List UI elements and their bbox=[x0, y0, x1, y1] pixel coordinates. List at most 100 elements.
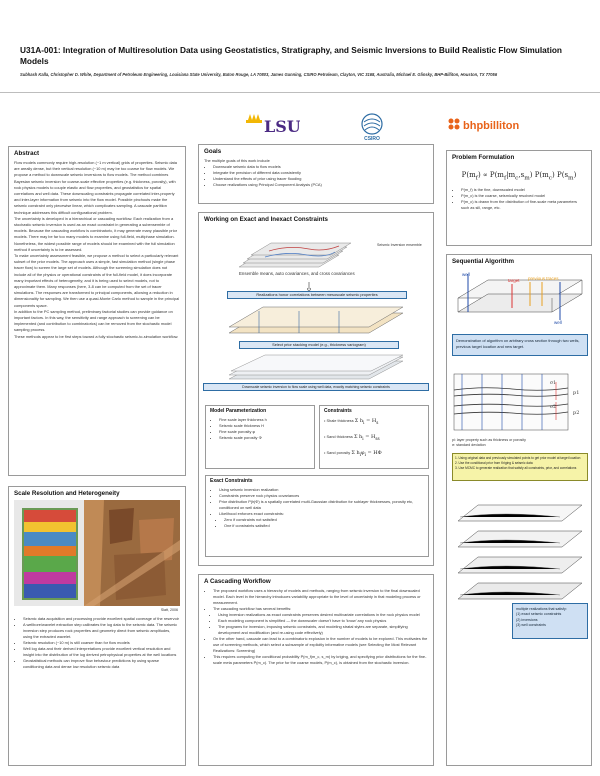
list-item: Downscale seismic data to flow models bbox=[213, 164, 428, 170]
problem-title: Problem Formulation bbox=[452, 154, 515, 161]
well-label: well bbox=[554, 320, 562, 325]
bhp-logo-text: bhpbilliton bbox=[463, 120, 519, 132]
list-item: Geostatistical methods can improve flow … bbox=[23, 658, 180, 670]
abstract-paragraph: In addition to the PC sampling method, p… bbox=[14, 308, 173, 333]
sum-formula: Σ hi = Hs bbox=[354, 418, 379, 425]
step-line: 2. Use the conditional prior from Krigin… bbox=[455, 460, 533, 465]
list-item: Integrate the precision of different dat… bbox=[213, 170, 428, 176]
list-item: Likelihood enforces exact constraints: bbox=[219, 511, 424, 517]
list-item: Using inversion realizations as exact co… bbox=[218, 612, 428, 618]
layer-traces-graphic: σ1 σ2 p1 p2 bbox=[452, 372, 588, 432]
flow-arrow-icon bbox=[306, 279, 312, 293]
bhp-logo: bhpbilliton bbox=[445, 115, 535, 135]
cascade-sub-bullets: Using inversion realizations as exact co… bbox=[204, 612, 428, 636]
csiro-logo: CSIRO bbox=[357, 112, 387, 142]
list-item: One if constraints satisfied bbox=[224, 523, 424, 529]
downscaled-model-graphic bbox=[219, 353, 413, 383]
exact-bullets: Using seismic inversion realization Cons… bbox=[210, 487, 424, 517]
realization-stack-graphic: multiple realizations that satisfy: (1) … bbox=[452, 491, 588, 641]
cascade-panel: A Cascading Workflow The proposed workfl… bbox=[198, 574, 434, 766]
target-label: target bbox=[508, 278, 520, 283]
list-item: Zero if constraints not satisfied bbox=[224, 517, 424, 523]
list-item: Seismic resolution (~10 m) is still coar… bbox=[23, 640, 180, 646]
problem-panel: Problem Formulation P(mf) ∝ P(mf|mc,sm) … bbox=[446, 150, 592, 246]
list-item: Understand the effects of prior using tr… bbox=[213, 176, 428, 182]
list-item: A wellbore/wavelet extraction step calib… bbox=[23, 622, 180, 640]
list-item: Well log data and their derived interpre… bbox=[23, 646, 180, 658]
seismic-ensemble-stack bbox=[229, 237, 369, 273]
abstract-paragraph: The uncertainty is developed in a hierar… bbox=[14, 215, 178, 252]
list-item: Constraints preserve rock physics covari… bbox=[219, 493, 424, 499]
algorithm-steps-note: 1. Using original data and previously si… bbox=[452, 452, 588, 481]
list-item: This requires computing the conditional … bbox=[213, 654, 428, 666]
goals-title: Goals bbox=[204, 148, 222, 155]
cross-section-graphic: well target previous traces well bbox=[452, 268, 588, 326]
legend-line: pi: layer property such as thickness or … bbox=[452, 438, 526, 442]
scale-bullets: Seismic data acquisition and processing … bbox=[14, 616, 180, 670]
list-item: Each modeling component is simplified — … bbox=[218, 618, 428, 624]
scale-panel: Scale Resolution and Heterogeneity Slatt bbox=[8, 486, 186, 766]
goals-panel: Goals The multiple goals of this work in… bbox=[198, 144, 434, 204]
sigma-label: σ2 bbox=[550, 404, 556, 410]
constraint-label: Shale thickness bbox=[326, 418, 354, 423]
list-item: The proposed workflow uses a hierarchy o… bbox=[213, 588, 428, 606]
poster-authors: Subhash Kalla, Christopher D. White, Dep… bbox=[20, 72, 498, 77]
abstract-title: Abstract bbox=[14, 150, 40, 157]
constraint-sand: • Sand thickness Σ hi = Hss bbox=[324, 434, 380, 442]
constraint-porosity: • Sand porosity Σ hiφi = HΦ bbox=[324, 450, 382, 458]
step-line: 1. Using original data and previously si… bbox=[455, 455, 581, 460]
legend-line: σ: standard deviation bbox=[452, 443, 486, 448]
poster-title: U31A-001: Integration of Multiresolution… bbox=[20, 45, 563, 66]
list-item: Seismic scale thickness H bbox=[219, 423, 310, 429]
property-label: p1 bbox=[573, 390, 579, 396]
sequential-panel: Sequential Algorithm well target previou… bbox=[446, 254, 592, 766]
list-item: The cascading workflow has several benef… bbox=[213, 606, 428, 612]
constraint-label: Sand porosity bbox=[326, 450, 351, 456]
note-line: multiple realizations that satisfy: bbox=[516, 606, 567, 611]
note-line: (1) exact seismic constraints bbox=[516, 612, 562, 617]
lsu-logo-text: LSU bbox=[264, 117, 300, 136]
goals-bullets: Downscale seismic data to flow models In… bbox=[204, 164, 428, 188]
step-line: 3. Use MCMC to generate realization that… bbox=[455, 465, 577, 470]
cascade-bullets-2: On the other hand, cascade can lead to a… bbox=[204, 636, 428, 666]
constraints-title: Constraints bbox=[324, 408, 352, 414]
cascade-bullets: The proposed workflow uses a hierarchy o… bbox=[204, 588, 428, 612]
previous-traces-label: previous traces bbox=[528, 276, 559, 281]
abstract-paragraph: To make uncertainty assessment feasible,… bbox=[14, 253, 180, 308]
sequential-title: Sequential Algorithm bbox=[452, 258, 514, 265]
list-item: On the other hand, cascade can lead to a… bbox=[213, 636, 428, 654]
demonstration-caption: Demonstration of algorithm on arbitrary … bbox=[452, 334, 588, 356]
list-item: Prior distribution P(h|Φ) is a spatially… bbox=[219, 499, 424, 511]
property-label: p2 bbox=[573, 410, 579, 416]
well-label: well bbox=[462, 272, 470, 277]
constraints-box: Constraints • Shale thickness Σ hi = Hs … bbox=[319, 405, 429, 469]
csiro-logo-text: CSIRO bbox=[364, 136, 380, 142]
inversion-label: Seismic Inversion ensemble bbox=[377, 243, 422, 247]
title-divider bbox=[0, 92, 600, 93]
list-item: Seismic data acquisition and processing … bbox=[23, 616, 180, 622]
exact-sub-bullets: Zero if constraints not satisfied One if… bbox=[210, 517, 424, 529]
abstract-paragraph: These methods appear to be first steps t… bbox=[14, 333, 179, 339]
list-item: P(m_c) is drawn from the distribution of… bbox=[461, 199, 586, 211]
realizations-note: multiple realizations that satisfy: (1) … bbox=[512, 602, 588, 639]
model-param-list: Fine scale layer thickness h Seismic sca… bbox=[210, 417, 310, 441]
constraint-label: Sand thickness bbox=[326, 434, 353, 440]
exact-constraints-box: Exact Constraints Using seismic inversio… bbox=[205, 475, 429, 557]
model-parameterization-box: Model Parameterization Fine scale layer … bbox=[205, 405, 315, 469]
outcrop-photo: Slatt, 2006 bbox=[14, 500, 180, 612]
problem-bullets: P(m_f) is the fine, downscaled model P(m… bbox=[452, 187, 586, 211]
scale-title: Scale Resolution and Heterogeneity bbox=[14, 490, 120, 497]
model-param-title: Model Parameterization bbox=[210, 408, 267, 414]
list-item: Using seismic inversion realization bbox=[219, 487, 424, 493]
sum-formula: Σ hi = Hss bbox=[353, 434, 380, 442]
ensemble-text: Ensemble means, auto covariances, and cr… bbox=[239, 271, 355, 276]
bayes-equation: P(mf) ∝ P(mf|mc,sm) P(mc) P(sm) bbox=[461, 171, 577, 182]
goals-intro: The multiple goals of this work include bbox=[204, 158, 270, 163]
constraint-shale: • Shale thickness Σ hi = Hs bbox=[324, 418, 379, 425]
photo-credit: Slatt, 2006 bbox=[160, 607, 178, 612]
list-item: P(m_c) is the coarse, seismically resolv… bbox=[461, 193, 586, 199]
lsu-logo: LSU bbox=[240, 112, 301, 136]
abstract-panel: Abstract Flow models commonly require hi… bbox=[8, 146, 186, 476]
list-item: Seismic scale porosity Φ bbox=[219, 435, 310, 441]
